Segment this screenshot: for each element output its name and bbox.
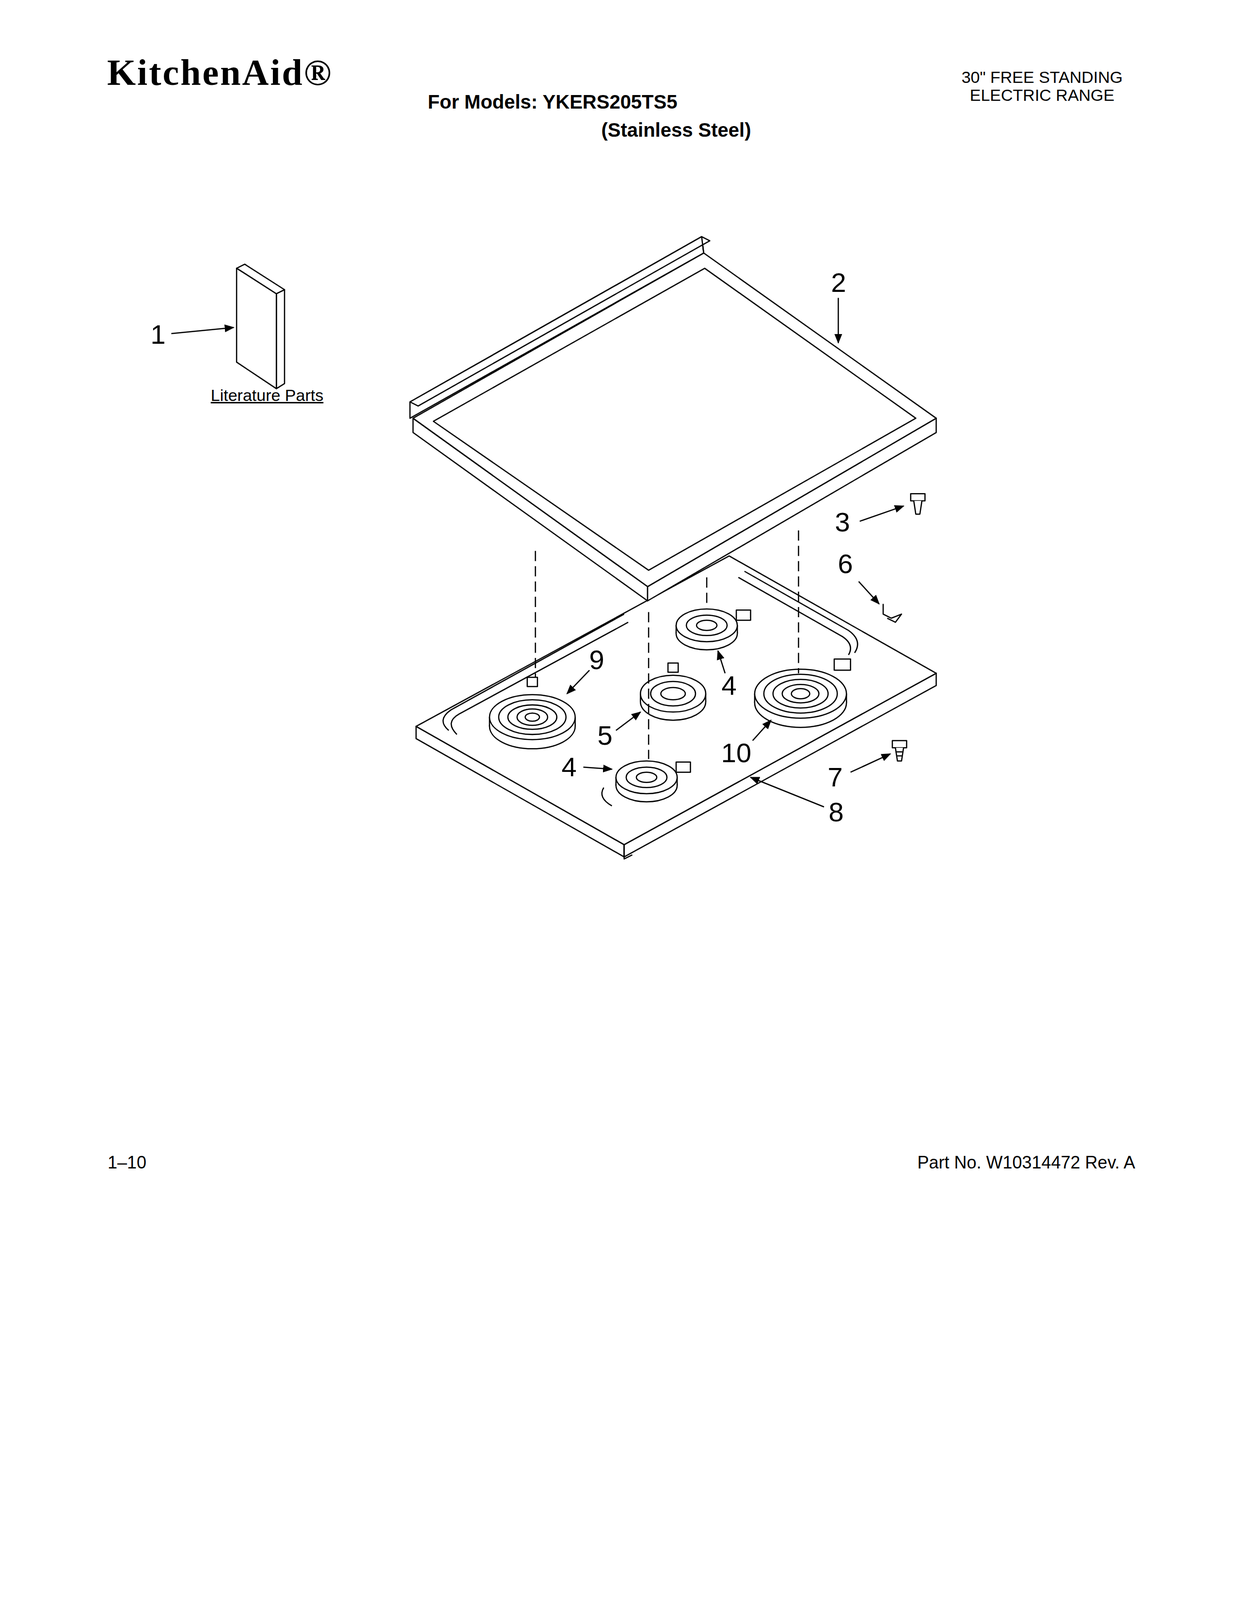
model-heading: For Models: YKERS205TS5: [427, 91, 678, 113]
part-name: Literature Parts: [210, 386, 324, 405]
callout-number: 7: [827, 761, 843, 793]
callout-number: 4: [721, 670, 737, 701]
surface-element: [676, 608, 751, 650]
cooktop-top: [410, 236, 937, 601]
screw: [910, 493, 925, 514]
product-type: 30" FREE STANDING ELECTRIC RANGE: [940, 68, 1144, 105]
part-number: Part No. W10314472 Rev. A: [917, 1152, 1136, 1173]
brand-logo: KitchenAid®: [107, 52, 333, 94]
literature-booklet: [236, 264, 285, 389]
page-number: 1–10: [107, 1152, 147, 1173]
callout-number: 9: [588, 644, 604, 675]
leader-arrow: [171, 297, 904, 807]
surface-element: [754, 658, 851, 728]
surface-element: [616, 760, 691, 802]
screw: [892, 740, 907, 761]
cooktop-base: [415, 555, 936, 859]
callout-number: 5: [597, 720, 613, 751]
surface-element: [489, 677, 576, 749]
surface-element: [640, 663, 706, 721]
callout-number: 4: [561, 751, 577, 782]
callout-number: 10: [721, 737, 752, 768]
clip: [883, 603, 902, 623]
callout-number: 2: [830, 267, 846, 298]
model-finish: (Stainless Steel): [601, 119, 751, 141]
callout-number: 3: [834, 507, 850, 538]
callout-number: 8: [828, 796, 844, 827]
callout-number: 1: [150, 319, 166, 350]
callout-number: 6: [837, 548, 853, 579]
